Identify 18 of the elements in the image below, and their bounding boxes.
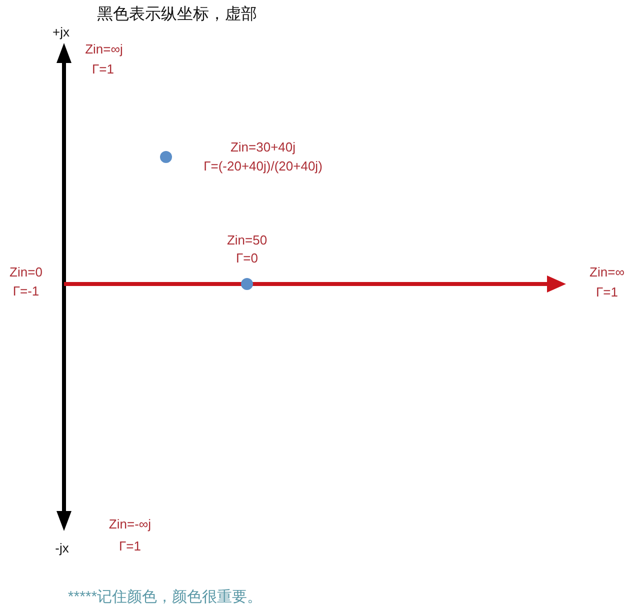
note-text: *****记住颜色，颜色很重要。 xyxy=(68,588,262,606)
data-point xyxy=(160,151,172,163)
axis-label: -jx xyxy=(55,542,69,556)
coefficient-label: Γ=1 xyxy=(92,62,114,78)
impedance-label: Zin=30+40j xyxy=(230,140,296,156)
axis-label: +jx xyxy=(52,26,70,40)
impedance-label: Zin=0 xyxy=(10,266,42,280)
impedance-label: Zin=∞j xyxy=(85,42,123,58)
title: 黑色表示纵坐标，虚部 xyxy=(97,6,257,24)
coefficient-label: Γ=(-20+40j)/(20+40j) xyxy=(204,160,322,174)
coefficient-label: Γ=0 xyxy=(236,252,258,266)
coefficient-label: Γ=1 xyxy=(119,540,141,554)
impedance-label: Zin=-∞j xyxy=(108,518,152,532)
impedance-label: Zin=∞ xyxy=(590,266,624,280)
coefficient-label: Γ=-1 xyxy=(12,284,40,300)
coefficient-label: Γ=1 xyxy=(596,286,618,300)
data-point xyxy=(241,278,253,290)
impedance-label: Zin=50 xyxy=(226,234,268,248)
